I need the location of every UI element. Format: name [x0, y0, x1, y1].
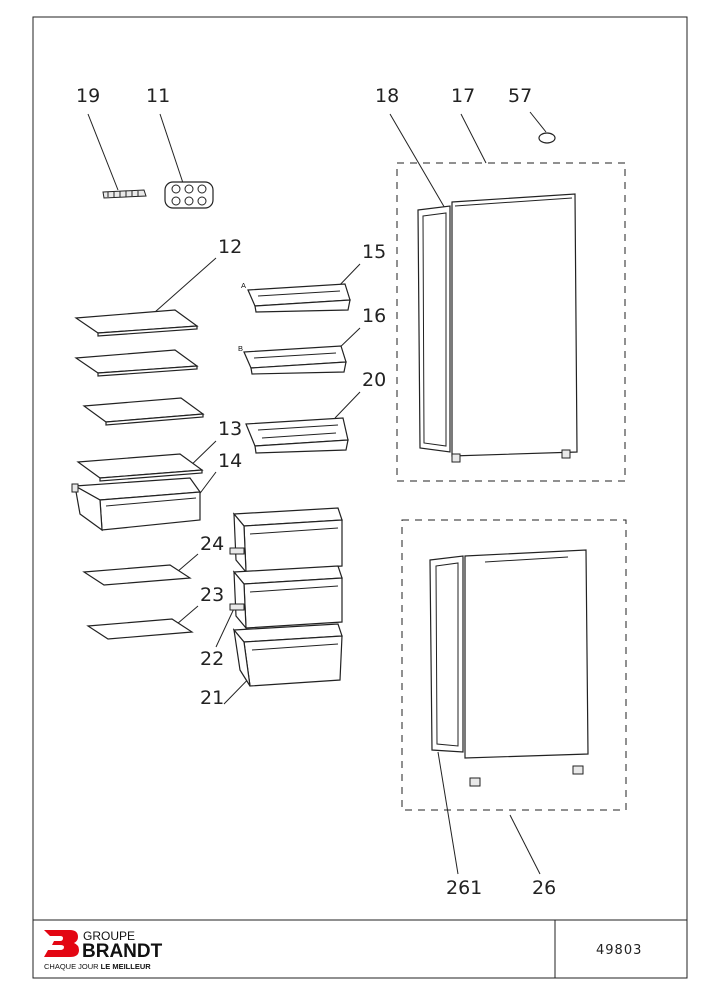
part-freezer-drawers: [229, 507, 343, 687]
brand-logo-mark: [44, 930, 79, 957]
part-12-glass-shelves: [74, 309, 205, 426]
shelf-mark-a: A: [241, 281, 246, 290]
part-24-glass-plate: [82, 564, 192, 586]
part-19-tray: [102, 189, 147, 199]
page-frame: [32, 16, 688, 979]
callout-20: 20: [362, 369, 386, 391]
brand-line-2: BRANDT: [82, 941, 163, 962]
part-15-door-balcony: A: [241, 281, 351, 313]
callout-11: 11: [146, 85, 170, 107]
part-14-crisper-drawer: [71, 477, 202, 532]
callout-17: 17: [451, 85, 475, 107]
part-20-door-balcony: [245, 417, 349, 454]
callout-18: 18: [375, 85, 399, 107]
callout-12: 12: [218, 236, 242, 258]
brand-logo: GROUPE BRANDT CHAQUE JOUR LE MEILLEUR: [44, 929, 163, 971]
callout-14: 14: [218, 450, 242, 472]
callout-261: 261: [446, 877, 482, 899]
part-23-glass-plate: [86, 618, 194, 640]
callout-15: 15: [362, 241, 386, 263]
part-11-egg-tray: [164, 181, 214, 209]
part-26-group-frame: [401, 519, 627, 811]
shelf-mark-b: B: [238, 344, 243, 353]
callout-23: 23: [200, 584, 224, 606]
brand-tagline-regular: CHAQUE JOUR: [44, 962, 101, 971]
document-number: 49803: [596, 943, 642, 958]
part-17-fridge-door: [417, 193, 578, 463]
brand-tagline-bold: LE MEILLEUR: [101, 962, 152, 971]
callout-13: 13: [218, 418, 242, 440]
callout-19: 19: [76, 85, 100, 107]
callout-21: 21: [200, 687, 224, 709]
part-13-glass-shelf: [76, 453, 204, 482]
callout-26: 26: [532, 877, 556, 899]
callout-24: 24: [200, 533, 224, 555]
brand-tagline: CHAQUE JOUR LE MEILLEUR: [44, 962, 151, 971]
callout-16: 16: [362, 305, 386, 327]
part-16-door-balcony: B: [238, 344, 347, 375]
brand-line-1: GROUPE: [83, 929, 135, 943]
callout-57: 57: [508, 85, 532, 107]
part-26-freezer-door: [429, 549, 589, 787]
part-57-cap: [538, 132, 556, 144]
callout-22: 22: [200, 648, 224, 670]
